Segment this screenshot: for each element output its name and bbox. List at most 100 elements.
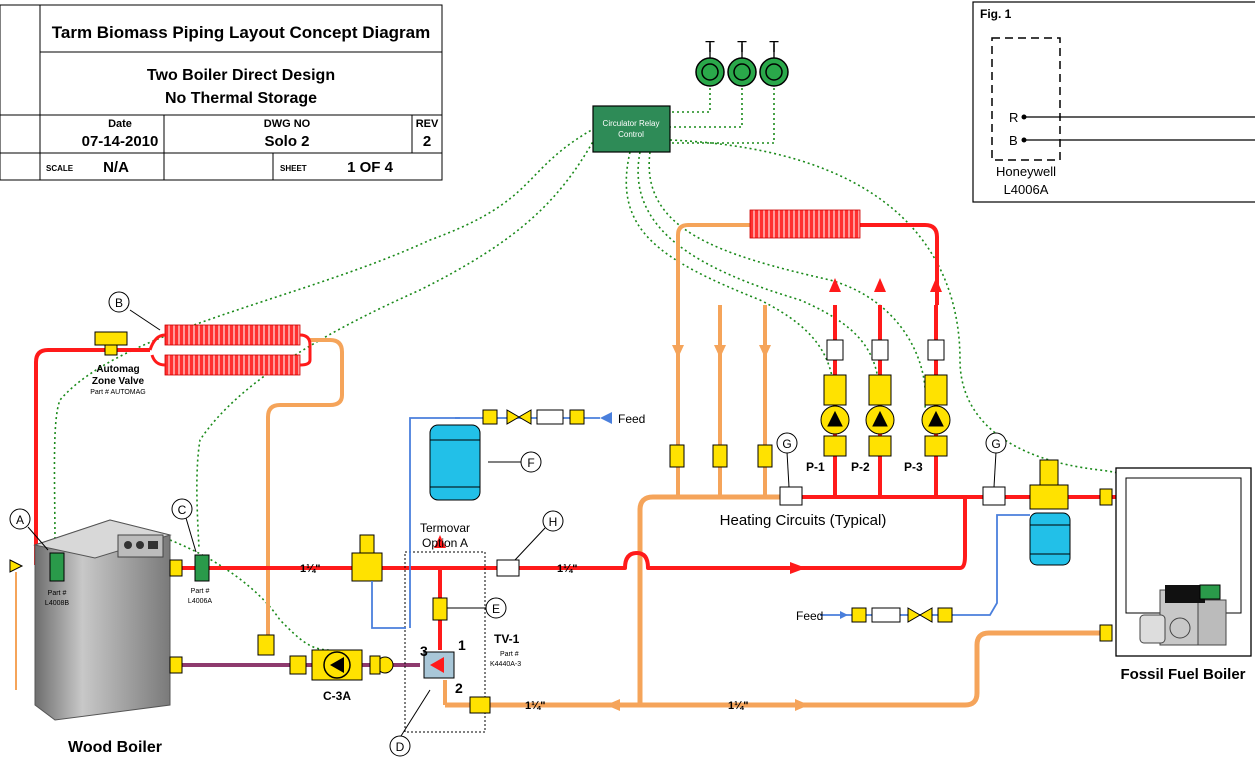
flow-arrow-supply-5 bbox=[434, 535, 446, 548]
p2-label: P-2 bbox=[851, 460, 870, 474]
part-l4008b-1: Part # bbox=[48, 590, 67, 597]
rev-label: REV bbox=[416, 118, 439, 130]
radiator-b-upper bbox=[164, 324, 301, 346]
pipe-size-1: 1¼" bbox=[300, 563, 321, 575]
relay-label-2: Control bbox=[618, 130, 644, 139]
title-block bbox=[0, 4, 443, 181]
flow-arrow-return-3 bbox=[759, 345, 771, 358]
thermostat-1-symbol: T bbox=[705, 39, 715, 56]
callout-leaders bbox=[27, 309, 997, 737]
isolation-valves-c3a bbox=[169, 559, 394, 675]
fossil-boiler-label: Fossil Fuel Boiler bbox=[1120, 666, 1245, 683]
purge-valve bbox=[351, 534, 383, 582]
callout-c: C bbox=[178, 503, 187, 517]
pump-p3 bbox=[921, 374, 951, 457]
scale-label: SCALE bbox=[46, 164, 74, 173]
feed-label-bottom: Feed bbox=[796, 609, 823, 623]
callout-e: E bbox=[492, 602, 500, 616]
p1-label: P-1 bbox=[806, 460, 825, 474]
thermostat-1 bbox=[695, 44, 725, 87]
part-l4006a-2: L4006A bbox=[188, 598, 212, 605]
fig1-title: Fig. 1 bbox=[980, 7, 1012, 21]
flow-arrow-supply-1 bbox=[829, 278, 841, 292]
thermostat-2-symbol: T bbox=[737, 39, 747, 56]
circulator-c3a bbox=[311, 649, 363, 681]
feed-train-bottom bbox=[840, 607, 953, 623]
pump-p2 bbox=[865, 374, 895, 457]
thermostat-3-symbol: T bbox=[769, 39, 779, 56]
date-label: Date bbox=[108, 118, 132, 130]
radiator-b-lower bbox=[164, 354, 301, 376]
boiler-relief-valve bbox=[9, 559, 24, 690]
flow-arrow-return-1 bbox=[672, 345, 684, 358]
part-l4008b-2: L4008B bbox=[45, 600, 69, 607]
thermostat-3 bbox=[759, 44, 789, 87]
automag-label-1: Automag bbox=[96, 364, 139, 375]
automag-label-2: Zone Valve bbox=[92, 376, 145, 387]
callout-b: B bbox=[115, 296, 123, 310]
callout-h: H bbox=[549, 515, 558, 529]
termovar-option-a-box bbox=[404, 551, 486, 733]
date-value: 07-14-2010 bbox=[82, 133, 159, 150]
flow-arrow-return-2 bbox=[714, 345, 726, 358]
mixing-valve-tv1 bbox=[423, 651, 455, 679]
heating-circuit-pumps bbox=[669, 339, 951, 468]
diagram-subtitle-2: No Thermal Storage bbox=[165, 90, 317, 107]
flow-arrow-supply-3 bbox=[930, 278, 942, 292]
supply-piping bbox=[34, 305, 1150, 650]
tv1-label: TV-1 bbox=[494, 632, 520, 646]
part-l4006a-1: Part # bbox=[191, 588, 210, 595]
callout-g-2: G bbox=[991, 437, 1000, 451]
radiators bbox=[148, 209, 861, 376]
radiator-heating bbox=[749, 209, 861, 239]
callout-circles bbox=[9, 291, 1007, 757]
c3a-label: C-3A bbox=[323, 689, 351, 703]
check-valve-e bbox=[432, 597, 491, 714]
dwg-value: Solo 2 bbox=[264, 133, 309, 150]
automag-zone-valve bbox=[94, 331, 128, 356]
wood-boiler-label: Wood Boiler bbox=[68, 739, 162, 756]
pipe-size-4: 1¼" bbox=[728, 700, 749, 712]
feed-train-top bbox=[482, 409, 612, 425]
flow-arrow-return-5 bbox=[795, 699, 809, 711]
callout-g-1: G bbox=[782, 437, 791, 451]
expansion-tank-fossil bbox=[1029, 512, 1071, 566]
circulator-relay-control bbox=[592, 105, 671, 153]
thermostat-2 bbox=[727, 44, 757, 87]
diagram-title: Tarm Biomass Piping Layout Concept Diagr… bbox=[52, 23, 430, 42]
dwg-label: DWG NO bbox=[264, 118, 311, 130]
fig1-caption-2: L4006A bbox=[1004, 182, 1049, 197]
relay-label-1: Circulator Relay bbox=[603, 119, 660, 128]
sheet-label: SHEET bbox=[280, 164, 307, 173]
tv1-part-2: K4440A-3 bbox=[490, 661, 521, 668]
port-1: 1 bbox=[458, 637, 466, 653]
rev-value: 2 bbox=[423, 133, 431, 150]
flow-arrow-supply-4 bbox=[790, 562, 806, 574]
pipe-size-2: 1¼" bbox=[557, 563, 578, 575]
heating-circuits-label: Heating Circuits (Typical) bbox=[720, 512, 887, 529]
callout-f: F bbox=[527, 456, 534, 470]
expansion-tank-f bbox=[429, 424, 481, 501]
fossil-relief-valve bbox=[1029, 459, 1113, 642]
flow-arrow-return-4 bbox=[606, 699, 620, 711]
fig1-r-label: R bbox=[1009, 110, 1018, 125]
fig1-caption-1: Honeywell bbox=[996, 164, 1056, 179]
pump-p1 bbox=[820, 374, 850, 457]
supply-top-loop bbox=[860, 223, 939, 305]
scale-value: N/A bbox=[103, 159, 129, 176]
wood-boiler bbox=[33, 519, 210, 721]
flow-arrow-supply-2 bbox=[874, 278, 886, 292]
diagram-subtitle-1: Two Boiler Direct Design bbox=[147, 67, 335, 84]
thermostats bbox=[695, 44, 789, 87]
termovar-label-2: Option A bbox=[422, 536, 468, 550]
sheet-value: 1 OF 4 bbox=[347, 159, 394, 176]
port-2: 2 bbox=[455, 680, 463, 696]
p3-label: P-3 bbox=[904, 460, 923, 474]
pipe-size-3: 1¼" bbox=[525, 700, 546, 712]
callout-d: D bbox=[396, 740, 405, 754]
callout-a: A bbox=[16, 513, 24, 527]
feed-label-top: Feed bbox=[618, 412, 645, 426]
fossil-fuel-boiler bbox=[1115, 467, 1252, 657]
fig1-panel bbox=[972, 1, 1255, 203]
